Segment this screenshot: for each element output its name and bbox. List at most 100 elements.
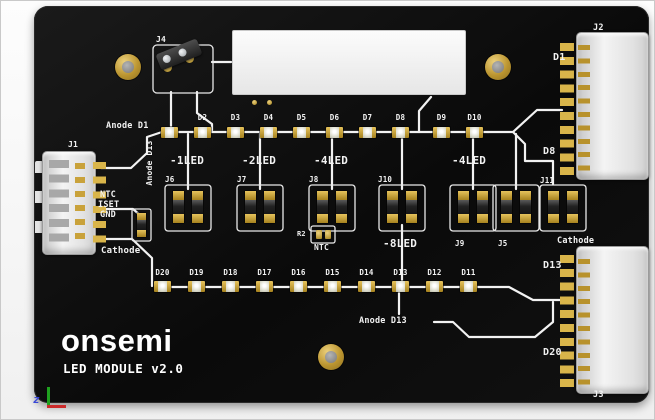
- label-window: [232, 30, 466, 95]
- led: [290, 281, 307, 292]
- led-ref-label: D14: [359, 268, 374, 277]
- led: [188, 281, 205, 292]
- led: [433, 127, 450, 138]
- led: [293, 127, 310, 138]
- led: [426, 281, 443, 292]
- connector-j3-pads: [560, 255, 574, 393]
- via: [267, 100, 272, 105]
- led: [260, 127, 277, 138]
- led: [324, 281, 341, 292]
- r2-pad: [316, 230, 322, 239]
- led-ref-label: D16: [291, 268, 306, 277]
- led: [154, 281, 171, 292]
- group-label: -4LED: [314, 154, 349, 167]
- axis-z-label: z: [33, 393, 40, 406]
- mounting-hole: [318, 344, 344, 370]
- module-title: LED MODULE v2.0: [63, 361, 184, 376]
- jumper-resistor: [458, 191, 469, 223]
- led: [326, 127, 343, 138]
- jumper-resistor: [567, 191, 578, 223]
- j2-ref: J2: [593, 23, 604, 33]
- connector-j1-slots: [49, 160, 69, 248]
- led-ref-label: D3: [230, 113, 241, 122]
- led: [392, 127, 409, 138]
- via: [252, 100, 257, 105]
- jumper-resistor: [501, 191, 512, 223]
- jumper-resistor: [264, 191, 275, 223]
- led-ref-label: D11: [461, 268, 476, 277]
- led: [392, 281, 409, 292]
- group-ref: J9: [455, 239, 465, 248]
- r2-ref: R2: [297, 230, 306, 238]
- jumper-resistor: [317, 191, 328, 223]
- led-ref-label: D18: [223, 268, 238, 277]
- j1-ref: J1: [68, 140, 79, 149]
- led-ref-label: D20: [155, 268, 170, 277]
- jumper-resistor: [245, 191, 256, 223]
- d13-marker: D13: [543, 260, 562, 271]
- led: [227, 127, 244, 138]
- d8-marker: D8: [543, 146, 556, 157]
- onsemi-logo: onsemi: [61, 323, 173, 358]
- group-ref: J11: [540, 176, 555, 185]
- mounting-hole: [115, 54, 141, 80]
- group-label: -4LED: [452, 154, 487, 167]
- connector-j1-latches: [35, 161, 43, 249]
- led: [358, 281, 375, 292]
- j4-ref: J4: [156, 35, 167, 44]
- jumper-resistor: [406, 191, 417, 223]
- led-ref-label: D12: [427, 268, 442, 277]
- group-ref: J8: [309, 175, 319, 184]
- iset-label: ISET: [98, 200, 120, 210]
- ntc-r2-label: NTC: [314, 243, 330, 252]
- ntc-label: NTC: [100, 190, 116, 200]
- mounting-hole: [485, 54, 511, 80]
- led-ref-label: D13: [393, 268, 408, 277]
- led-ref-label: D7: [362, 113, 373, 122]
- axis-y-icon: [47, 387, 50, 405]
- led-ref-label: D8: [395, 113, 406, 122]
- cathode-left-label: Cathode: [101, 246, 141, 256]
- group-ref: J5: [498, 239, 508, 248]
- jumper-resistor: [173, 191, 184, 223]
- resistor-r1: [137, 213, 146, 237]
- d20-marker: D20: [543, 347, 562, 358]
- anode-d13-vertical-label: Anode D13: [145, 140, 154, 186]
- connector-j1-pins: [75, 163, 85, 247]
- anode-d1-label: Anode D1: [106, 121, 149, 131]
- led: [466, 127, 483, 138]
- led: [222, 281, 239, 292]
- led-ref-label: D10: [467, 113, 482, 122]
- connector-j1-pads: [93, 162, 106, 250]
- d1-marker: D1: [553, 52, 566, 63]
- led: [256, 281, 273, 292]
- connector-j2-pins: [578, 45, 590, 179]
- group-ref: J7: [237, 175, 247, 184]
- jumper-resistor: [548, 191, 559, 223]
- jumper-resistor: [192, 191, 203, 223]
- j3-ref: J3: [593, 390, 604, 400]
- led: [460, 281, 477, 292]
- led-ref-label: D2: [197, 113, 208, 122]
- cathode-right-label: Cathode: [557, 236, 595, 246]
- group-label: -1LED: [170, 154, 205, 167]
- led: [359, 127, 376, 138]
- led-ref-label: D9: [436, 113, 447, 122]
- jumper-resistor: [336, 191, 347, 223]
- r2-pad: [325, 230, 331, 239]
- led-ref-label: D6: [329, 113, 340, 122]
- jumper-resistor: [387, 191, 398, 223]
- group-label: -8LED: [383, 237, 418, 250]
- led-ref-label: D17: [257, 268, 272, 277]
- jumper-resistor: [477, 191, 488, 223]
- led-ref-label: D4: [263, 113, 274, 122]
- anode-d13-label: Anode D13: [359, 316, 407, 326]
- group-ref: J10: [378, 175, 393, 184]
- jumper-resistor: [520, 191, 531, 223]
- gnd-label: GND: [100, 210, 116, 220]
- group-ref: J6: [165, 175, 175, 184]
- connector-j2-pads: [560, 43, 574, 181]
- led-ref-label: D15: [325, 268, 340, 277]
- group-label: -2LED: [242, 154, 277, 167]
